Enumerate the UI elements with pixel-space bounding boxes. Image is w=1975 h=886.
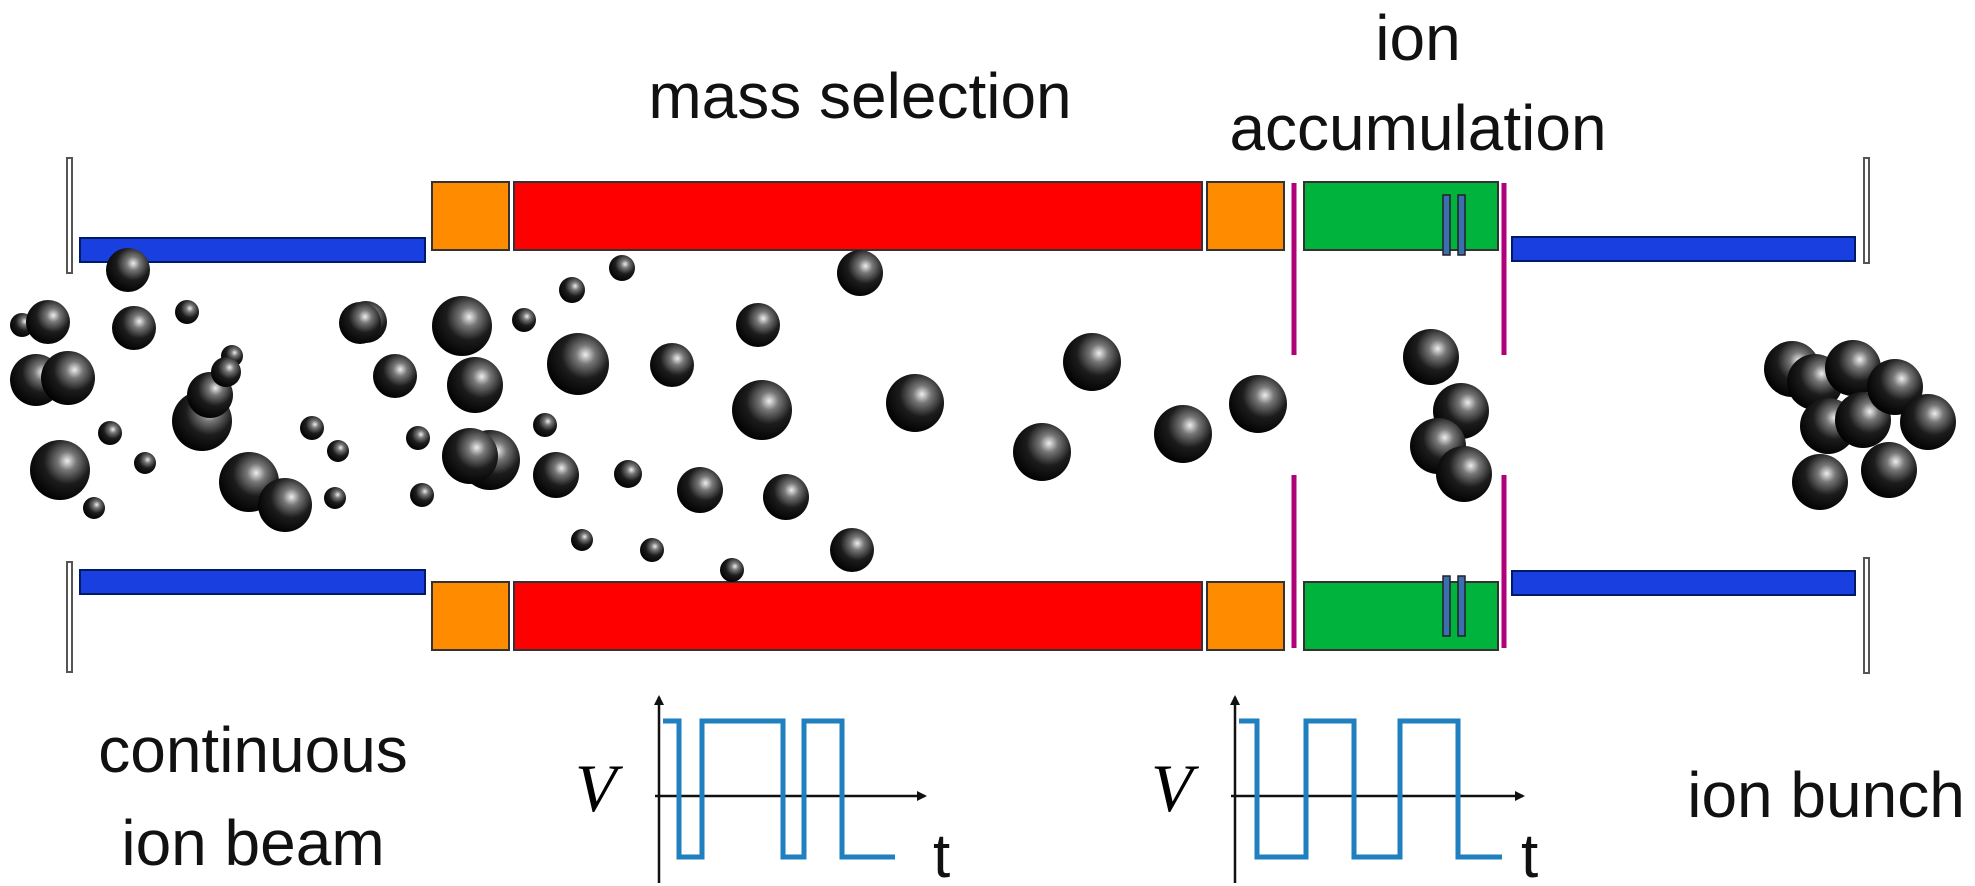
entrance-end-plate xyxy=(66,157,73,673)
ion-sphere xyxy=(30,440,90,500)
ion-sphere xyxy=(533,452,579,498)
ion-sphere xyxy=(886,374,944,432)
trap-inner-electrodes-top xyxy=(1442,194,1466,256)
ion-sphere xyxy=(1063,333,1121,391)
entrance-guide-bottom xyxy=(79,569,426,595)
plot-x-label: t xyxy=(1521,822,1538,886)
ion-sphere xyxy=(324,487,346,509)
ion-sphere xyxy=(211,357,241,387)
ion-sphere xyxy=(112,306,156,350)
ion-sphere xyxy=(1861,442,1917,498)
ion-sphere xyxy=(83,497,105,519)
plot-y-label: V xyxy=(1151,750,1200,826)
orange-exit-electrode-top xyxy=(1206,181,1285,251)
ion-sphere xyxy=(106,248,150,292)
ion-sphere xyxy=(26,300,70,344)
ion-sphere xyxy=(175,300,199,324)
plot-x-label: t xyxy=(933,822,950,886)
ion-sphere xyxy=(837,250,883,296)
ion-sphere xyxy=(258,478,312,532)
mass-selection-rod-bottom xyxy=(513,581,1203,651)
continuous-beam-label-line1: continuous xyxy=(98,714,408,786)
ion-sphere xyxy=(732,380,792,440)
ion-sphere xyxy=(1792,454,1848,510)
plot-waveform xyxy=(1239,718,1502,860)
trap-inner-electrodes-bottom xyxy=(1442,575,1466,637)
rf-waveform-plot-ion-accumulation: V t xyxy=(1151,695,1538,886)
orange-exit-electrode-bottom xyxy=(1206,581,1285,651)
ion-bunch-label: ion bunch xyxy=(1687,759,1965,831)
ion-sphere xyxy=(571,529,593,551)
exit-guide-top xyxy=(1511,236,1856,262)
ion-sphere xyxy=(640,538,664,562)
plot-y-label: V xyxy=(575,750,624,826)
ion-sphere xyxy=(650,343,694,387)
ion-accumulation-label-line1: ion xyxy=(1375,2,1460,74)
ion-sphere xyxy=(41,351,95,405)
ion-sphere xyxy=(447,357,503,413)
ion-sphere xyxy=(410,483,434,507)
ion-sphere xyxy=(300,416,324,440)
ion-sphere xyxy=(736,303,780,347)
ion-sphere xyxy=(720,558,744,582)
ion-sphere xyxy=(609,255,635,281)
ion-sphere xyxy=(533,413,557,437)
accumulation-trap-bottom xyxy=(1303,581,1499,651)
ion-sphere xyxy=(406,426,430,450)
mass-selection-rod-top xyxy=(513,181,1203,251)
ion-sphere xyxy=(1867,359,1923,415)
mass-selection-label: mass selection xyxy=(648,60,1071,132)
ion-sphere xyxy=(1436,446,1492,502)
rf-waveform-plot-mass-selection: V t xyxy=(575,695,950,886)
ion-sphere xyxy=(677,467,723,513)
accumulation-trap-top xyxy=(1303,181,1499,251)
ion-sphere xyxy=(373,354,417,398)
ion-sphere xyxy=(1154,405,1212,463)
ion-sphere xyxy=(432,296,492,356)
ion-sphere xyxy=(1900,394,1956,450)
ion-sphere xyxy=(1013,423,1071,481)
ion-sphere xyxy=(830,528,874,572)
ion-sphere xyxy=(1403,329,1459,385)
ion-sphere xyxy=(339,302,381,344)
ion-sphere xyxy=(763,474,809,520)
plot-waveform xyxy=(663,718,895,860)
orange-entrance-electrode-top xyxy=(431,181,510,251)
ion-sphere xyxy=(98,421,122,445)
ion-sphere xyxy=(134,452,156,474)
continuous-beam-label-line2: ion beam xyxy=(121,807,384,879)
exit-guide-bottom xyxy=(1511,570,1856,596)
ion-sphere xyxy=(327,440,349,462)
ion-cloud xyxy=(10,248,1956,582)
ion-sphere xyxy=(614,460,642,488)
exit-end-plate xyxy=(1863,157,1870,674)
ion-sphere xyxy=(559,277,585,303)
ion-sphere xyxy=(1229,375,1287,433)
ion-sphere xyxy=(547,333,609,395)
ion-sphere xyxy=(442,428,498,484)
ion-accumulation-label-line2: accumulation xyxy=(1229,92,1606,164)
orange-entrance-electrode-bottom xyxy=(431,581,510,651)
ion-sphere xyxy=(512,308,536,332)
ion-sphere xyxy=(1825,340,1881,396)
